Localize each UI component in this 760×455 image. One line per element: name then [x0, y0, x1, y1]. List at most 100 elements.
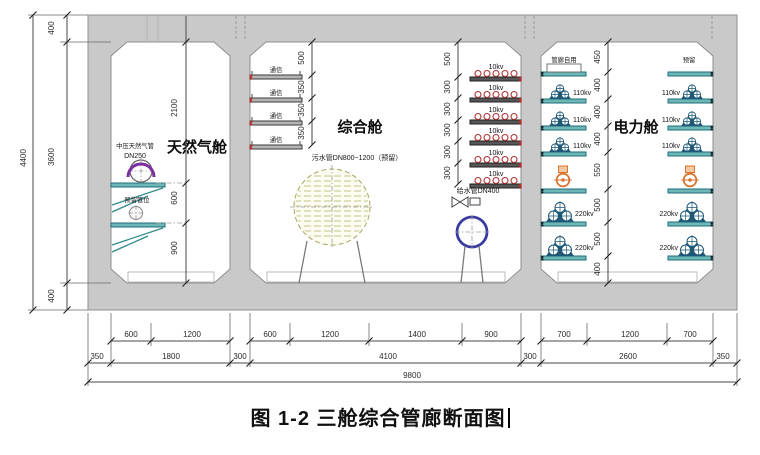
comm-shelf-label: 通信 — [270, 65, 283, 74]
dim-label: 500 — [593, 198, 602, 212]
self-use-box — [546, 63, 582, 73]
dim-label: 700 — [683, 330, 697, 339]
power-chamber-name: 电力舱 — [613, 118, 659, 136]
dim-label: 400 — [593, 132, 602, 146]
water-pipe-icon — [451, 196, 489, 284]
dim-clear-height: 3600 — [47, 148, 56, 166]
dim-label: 350 — [297, 80, 306, 94]
utility-left-dimension: 500 350 350 350 — [297, 38, 316, 149]
dim-label: 550 — [593, 163, 602, 177]
voltage-label: 110kv — [662, 143, 681, 150]
dim-label: 1400 — [408, 330, 426, 339]
voltage-label: 110kv — [573, 117, 592, 124]
reserved-pipe-icon — [128, 205, 144, 221]
dim-label: 400 — [593, 78, 602, 92]
sewage-pipe-icon — [290, 165, 374, 284]
tunnel-structure — [87, 14, 738, 311]
dim-label: 300 — [523, 352, 537, 361]
water-pipe-label: 给水管DN400 — [457, 186, 500, 195]
dim-label: 300 — [233, 352, 247, 361]
dim-label: 700 — [557, 330, 571, 339]
voltage-label: 110kv — [662, 117, 681, 124]
voltage-label: 220kv — [659, 211, 678, 218]
dim-label: 2600 — [619, 352, 637, 361]
dim-label: 350 — [90, 352, 104, 361]
dim-label: 500 — [297, 51, 306, 65]
dim-label: 2100 — [170, 99, 179, 117]
dim-label: 300 — [443, 102, 452, 116]
cable-tray: 10kv — [469, 107, 522, 125]
dim-label: 350 — [297, 103, 306, 117]
dim-label: 450 — [593, 50, 602, 64]
dim-label: 900 — [484, 330, 498, 339]
dim-label: 600 — [263, 330, 277, 339]
reserved-shelf-label: 预留 — [683, 55, 696, 64]
voltage-label: 110kv — [662, 90, 681, 97]
comm-shelf-label: 通信 — [270, 88, 283, 97]
gas-chamber-name: 天然气舱 — [167, 138, 228, 156]
dim-top-slab: 400 — [47, 21, 56, 35]
dim-label: 900 — [170, 241, 179, 255]
voltage-label: 220kv — [659, 245, 678, 252]
gas-chamber: 中压天然气管 DN250 预留管位 天然气舱 2100 600 900 — [110, 16, 228, 287]
cable-tray-label: 10kv — [489, 64, 504, 71]
reserved-slot-label: 预留管位 — [124, 195, 150, 204]
dim-label: 600 — [124, 330, 138, 339]
utility-chamber-name: 综合舱 — [337, 118, 383, 136]
cable-trays-10kv: 10kv 10kv 10kv 10kv — [469, 64, 522, 189]
figure-caption-text: 图 1-2 三舱综合管廊断面图 — [250, 408, 506, 430]
cable-tray-label: 10kv — [489, 107, 504, 114]
bottom-dimensions: 600 1200 600 1200 1400 900 700 1200 700 … — [84, 313, 741, 386]
dim-label: 400 — [593, 262, 602, 276]
dim-label: 300 — [443, 145, 452, 159]
voltage-label: 110kv — [573, 90, 592, 97]
left-dimensions: 4400 400 3600 400 — [19, 11, 111, 314]
dim-label: 400 — [593, 105, 602, 119]
text-cursor — [507, 408, 510, 428]
figure-caption: 图 1-2 三舱综合管廊断面图 — [0, 402, 760, 431]
dim-label: 1200 — [621, 330, 639, 339]
gas-pipe-size: DN250 — [124, 153, 146, 160]
voltage-label: 220kv — [575, 211, 594, 218]
gas-pipe-label: 中压天然气管 — [116, 141, 154, 150]
dim-bottom-slab: 400 — [47, 289, 56, 303]
comm-shelf-label: 通信 — [270, 111, 283, 120]
power-chamber-dimension: 450 400 400 400 550 500 500 400 — [593, 38, 612, 287]
dim-label: 300 — [443, 80, 452, 94]
power-left-shelves: 管廊自用 110kv 110kv 110kv 220kv 220kv — [540, 55, 594, 261]
cable-tray-label: 10kv — [489, 171, 504, 178]
cable-tray: 10kv — [469, 171, 522, 189]
self-use-label: 管廊自用 — [551, 55, 576, 64]
voltage-label: 110kv — [573, 143, 592, 150]
dim-total-height: 4400 — [19, 149, 28, 167]
power-right-shelves: 预留 110kv 110kv 110kv 220kv 220kv — [659, 55, 714, 261]
dim-label: 1800 — [162, 352, 180, 361]
cable-tray: 10kv — [469, 64, 522, 82]
dim-label: 500 — [593, 232, 602, 246]
cable-tray-label: 10kv — [489, 128, 504, 135]
utility-right-dimension: 500 300 300 300 300 300 — [443, 38, 462, 188]
comm-shelves: 通信 通信 通信 通信 — [249, 65, 303, 150]
cable-tray: 10kv — [469, 85, 522, 103]
dim-label: 350 — [716, 352, 730, 361]
cable-tray-label: 10kv — [489, 150, 504, 157]
dim-label: 4100 — [379, 352, 397, 361]
gas-shelf-lower — [110, 222, 166, 228]
voltage-label: 220kv — [575, 245, 594, 252]
dim-label: 300 — [443, 123, 452, 137]
sewage-pipe-label: 污水管DN800~1200（预留） — [312, 153, 402, 162]
cable-tray: 10kv — [469, 150, 522, 168]
dim-label: 300 — [443, 166, 452, 180]
dim-label: 1200 — [321, 330, 339, 339]
cable-tray: 10kv — [469, 128, 522, 146]
dim-total-width: 9800 — [403, 371, 421, 380]
dim-label: 350 — [297, 126, 306, 140]
gas-chamber-dimension: 2100 600 900 — [156, 16, 190, 287]
dim-label: 500 — [443, 52, 452, 66]
dim-label: 1200 — [183, 330, 201, 339]
gas-shelf-upper — [110, 182, 166, 188]
dim-label: 600 — [170, 191, 179, 205]
power-chamber: 电力舱 管廊自用 110kv 110kv — [540, 38, 714, 287]
